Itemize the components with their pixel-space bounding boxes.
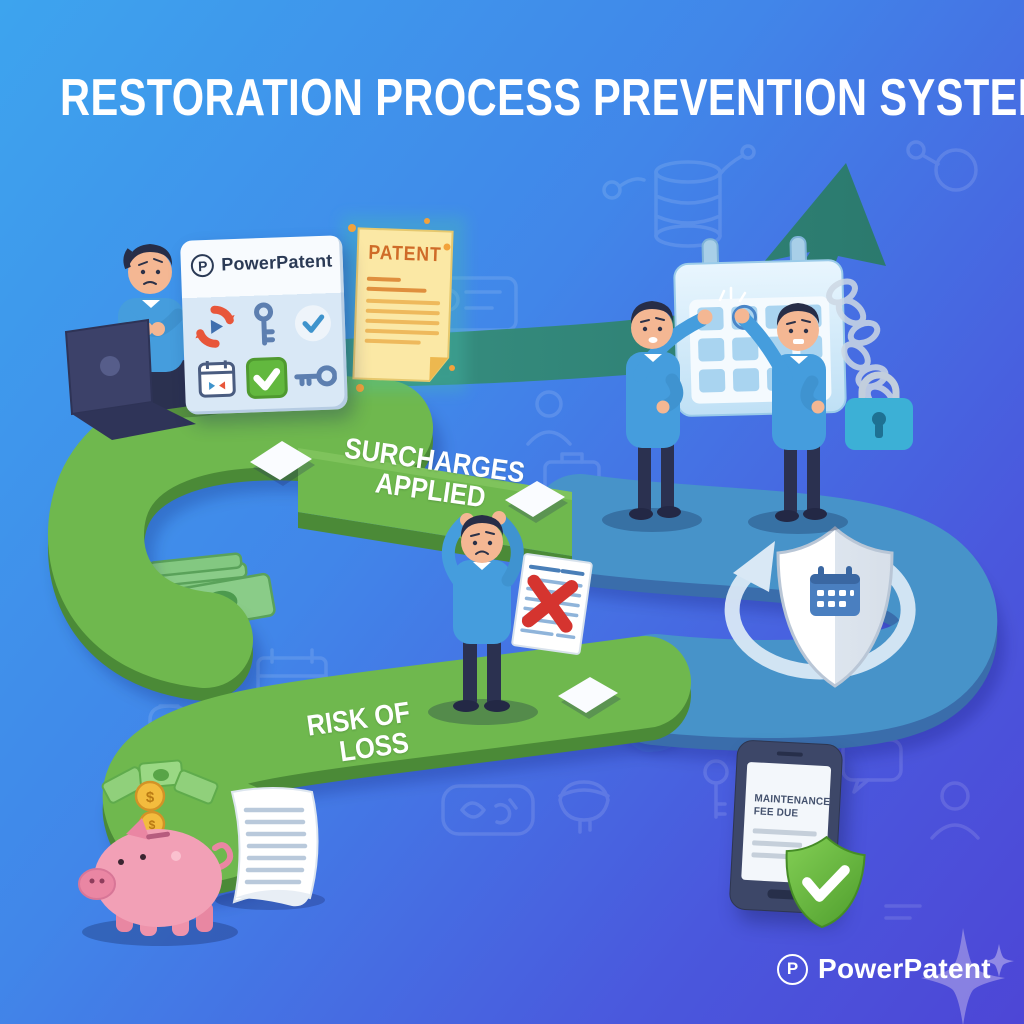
man-left (626, 301, 713, 520)
patent-document-title: PATENT (368, 241, 442, 267)
card-icon-grid (192, 300, 338, 405)
money-bills (101, 759, 219, 805)
key-icon (241, 301, 287, 349)
piggy-bank: $ $ (78, 759, 238, 946)
checkbox-checked-icon (243, 353, 289, 401)
patent-document (338, 216, 466, 392)
piggy-tail (212, 842, 234, 871)
database-robot-icon (602, 144, 756, 248)
key-outline-icon (703, 759, 729, 819)
title-prevention-system: PREVENTION SYSTEM (593, 69, 1024, 127)
clap-sparks (718, 286, 747, 303)
title-restoration-process: RESTORATION PROCESS (60, 69, 582, 127)
paper-diamond (250, 441, 621, 719)
renewal-cycle (724, 526, 916, 688)
sparkle-icon (921, 928, 1014, 1024)
sync-play-icon (192, 303, 238, 351)
phone-maintenance-reminder: MAINTENANCE FEE DUE (728, 739, 866, 929)
distressed-man (428, 511, 593, 725)
rejected-document (511, 553, 593, 655)
bowl-icon (558, 780, 610, 834)
man-right (734, 303, 827, 522)
person-outline-icon (526, 390, 572, 446)
prevention-blue-path (531, 474, 998, 751)
high-five-men (602, 286, 848, 534)
maintenance-fee-notice: MAINTENANCE FEE DUE (753, 792, 831, 820)
powerpatent-logo-icon: P (190, 253, 215, 278)
person-outline-icon (930, 781, 980, 840)
check-circle-icon (290, 300, 336, 348)
restoration-start-path (48, 371, 433, 701)
powerpatent-card: P PowerPatent (180, 235, 348, 415)
powerpatent-logo-icon: P (777, 953, 808, 985)
svg-text:$: $ (146, 789, 155, 806)
cycle-arrowhead (733, 541, 775, 592)
footer-brand: P PowerPatent (777, 953, 991, 985)
shield-calendar-icon (776, 526, 894, 688)
rings-icon (906, 140, 978, 192)
shield-check-icon (781, 831, 868, 931)
powerpatent-card-brand: P PowerPatent (181, 249, 344, 278)
calendar-icon (194, 355, 240, 403)
squiggle-box-icon (441, 784, 535, 836)
padlock-icon (845, 371, 913, 450)
key-horizontal-icon (292, 352, 338, 400)
scroll-document (215, 787, 325, 910)
svg-text:$: $ (149, 818, 156, 832)
footer-brand-text: PowerPatent (818, 953, 991, 984)
phone-speaker (776, 751, 803, 757)
laptop (64, 318, 196, 440)
brand-text: PowerPatent (220, 250, 333, 275)
red-x-mark (521, 574, 579, 633)
